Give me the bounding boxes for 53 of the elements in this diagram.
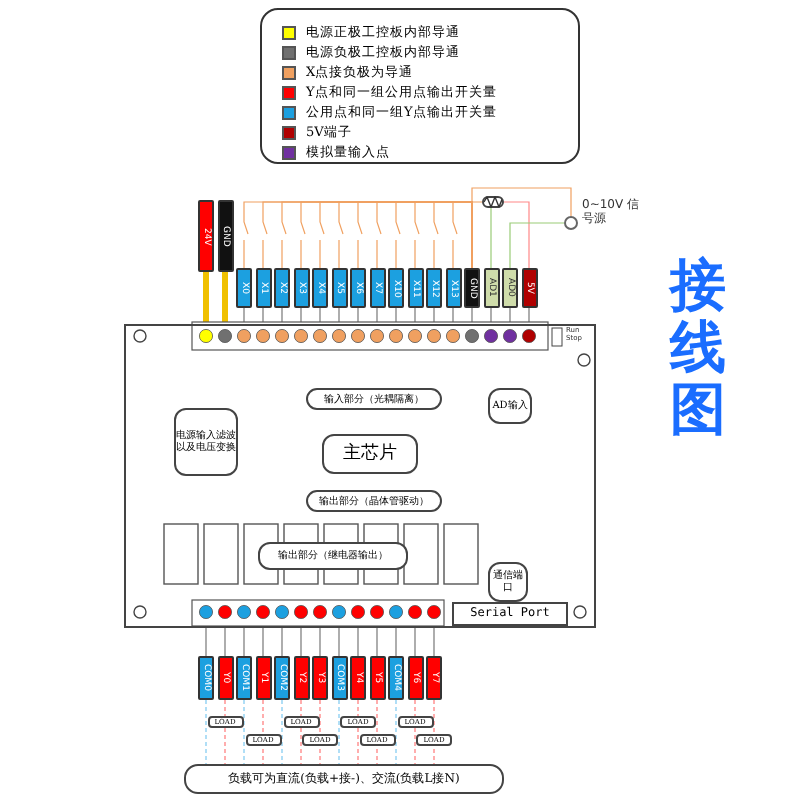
dashed-wire	[376, 699, 378, 765]
dashed-wire	[243, 699, 245, 765]
switch-wire	[528, 307, 530, 325]
switch-wire	[452, 201, 473, 269]
switch-wire	[300, 307, 302, 325]
switch-wire	[319, 307, 321, 325]
dashed-wire	[205, 699, 207, 765]
switch-wire	[243, 307, 245, 325]
dashed-wire	[281, 699, 283, 765]
dashed-wire	[357, 699, 359, 765]
switch-wire	[262, 627, 264, 657]
chip-label: 主芯片	[322, 434, 418, 474]
switch-wire	[414, 307, 416, 325]
switch-wire	[433, 627, 435, 657]
dashed-wire	[414, 699, 416, 765]
dashed-wire	[262, 699, 264, 765]
dashed-wire	[224, 699, 226, 765]
switch-wire	[338, 627, 340, 657]
dashed-wire	[300, 699, 302, 765]
switch-wire	[281, 307, 283, 325]
switch-wire	[376, 307, 378, 325]
switch-wire	[490, 207, 492, 269]
dashed-wire	[433, 699, 435, 765]
switch-wire	[503, 201, 530, 269]
switch-wire	[395, 307, 397, 325]
switch-wire	[222, 272, 228, 324]
switch-wire	[205, 627, 207, 657]
dashed-wire	[319, 699, 321, 765]
switch-wire	[243, 627, 245, 657]
switch-wire	[471, 307, 473, 325]
dashed-wire	[395, 699, 397, 765]
switch-wire	[262, 307, 264, 325]
switch-wire	[414, 627, 416, 657]
switch-wire	[357, 627, 359, 657]
sensor-symbol	[564, 216, 578, 230]
switch-wire	[509, 222, 565, 269]
dashed-wire	[338, 699, 340, 765]
switch-wire	[319, 627, 321, 657]
switch-wire	[395, 627, 397, 657]
pot-symbol	[482, 196, 504, 208]
switch-wire	[224, 627, 226, 657]
switch-wire	[490, 307, 492, 325]
switch-wire	[433, 307, 435, 325]
switch-wire	[376, 627, 378, 657]
switch-wire	[203, 272, 209, 324]
switch-wire	[471, 187, 572, 269]
switch-wire	[338, 307, 340, 325]
switch-wire	[300, 627, 302, 657]
switch-wire	[452, 307, 454, 325]
switch-wire	[509, 307, 511, 325]
title: 接线图	[670, 256, 728, 441]
switch-wire	[281, 627, 283, 657]
switch-wire	[357, 307, 359, 325]
